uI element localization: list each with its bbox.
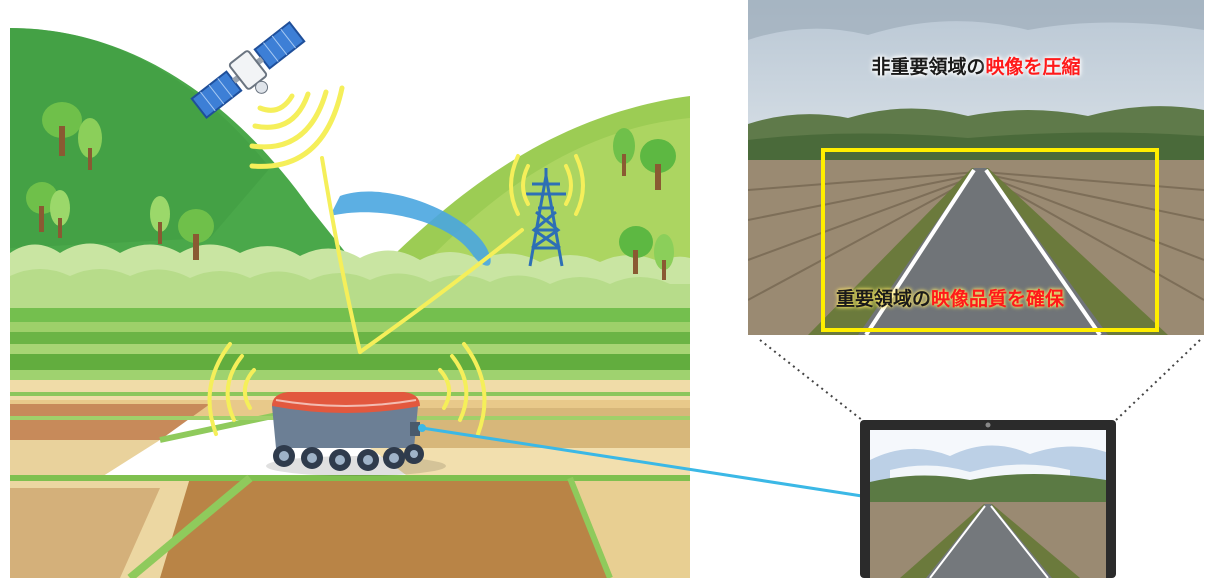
signal-waves-icon	[249, 85, 345, 169]
wireless-link-lines	[320, 156, 524, 354]
robot-vehicle-icon	[266, 392, 446, 476]
monitor-icon	[860, 420, 1116, 578]
caption-compress-non-roi: 非重要領域の映像を圧縮	[748, 52, 1204, 79]
camera-link-line	[421, 426, 863, 498]
farm-scene-illustration	[10, 8, 690, 578]
satellite-icon	[190, 20, 306, 120]
caption-bottom-normal: 重要領域の	[836, 288, 932, 310]
signal-waves-icon	[509, 154, 585, 216]
caption-top-highlight: 映像を圧縮	[985, 56, 1081, 78]
caption-preserve-roi-quality: 重要領域の映像品質を確保	[836, 284, 1064, 311]
caption-bottom-highlight: 映像品質を確保	[931, 288, 1065, 310]
zoom-guide-left	[759, 339, 863, 421]
zoomed-camera-view: 非重要領域の映像を圧縮 重要領域の映像品質を確保	[748, 0, 1204, 335]
caption-top-normal: 非重要領域の	[871, 56, 986, 78]
transmission-tower-icon	[526, 168, 566, 267]
zoom-guide-right	[1115, 339, 1201, 421]
road-photo	[748, 0, 1204, 335]
roi-frame	[821, 148, 1159, 332]
comm-arc	[330, 191, 491, 266]
tree-icon	[26, 102, 676, 280]
signal-waves-icon	[207, 342, 487, 436]
